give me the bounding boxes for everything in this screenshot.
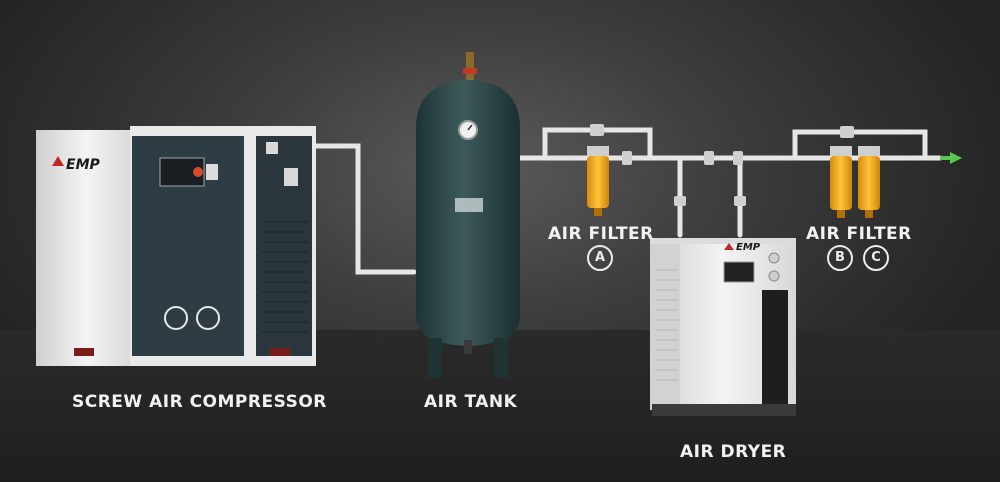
screw-air-compressor-unit (36, 126, 316, 366)
compressor-to-tank-pipe (310, 143, 417, 275)
air-filter-c-unit (858, 146, 880, 218)
compressor-brand-logo: EMP (66, 157, 100, 173)
filter-c-marker: C (863, 245, 889, 271)
filter-b-marker: B (827, 245, 853, 271)
air-tank-label: AIR TANK (424, 392, 518, 412)
bypass-bc-pipe (792, 129, 928, 161)
screw-air-compressor-label: SCREW AIR COMPRESSOR (72, 392, 327, 412)
air-filter-a-unit (587, 146, 609, 216)
dryer-brand-logo: EMP (736, 242, 761, 253)
flow-arrow (950, 152, 962, 164)
air-filter-bc-label: AIR FILTER (806, 224, 912, 244)
air-dryer-label: AIR DRYER (680, 442, 787, 462)
air-filter-b-unit (830, 146, 852, 218)
air-filter-a-label: AIR FILTER (548, 224, 654, 244)
air-dryer-unit (650, 238, 796, 416)
air-tank-unit (416, 52, 520, 378)
filter-a-marker: A (587, 245, 613, 271)
valves (590, 124, 854, 206)
